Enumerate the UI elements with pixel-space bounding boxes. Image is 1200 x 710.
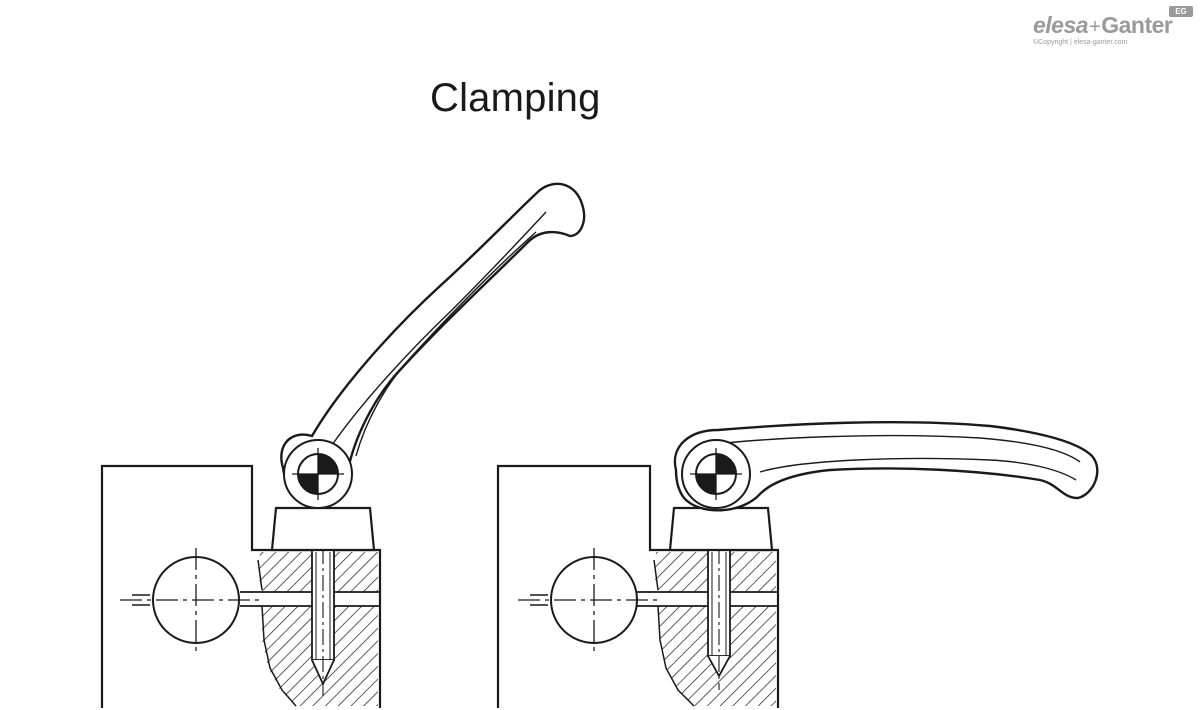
brand-plus: + bbox=[1089, 16, 1101, 38]
brand-part1: elesa bbox=[1033, 12, 1089, 38]
figure-lever-clamped bbox=[496, 420, 1099, 708]
lever-handle bbox=[673, 420, 1099, 512]
cam-pivot-fill-a bbox=[318, 454, 338, 474]
machine-block bbox=[496, 464, 780, 708]
brand-logo: elesa+Ganter EG ©Copyright | elesa-gante… bbox=[1033, 6, 1193, 46]
lever-handle-inner bbox=[699, 434, 1081, 481]
bore-slot bbox=[132, 594, 150, 606]
lever-base bbox=[270, 506, 376, 552]
brand-badge: EG bbox=[1169, 6, 1193, 17]
break-line bbox=[257, 559, 297, 707]
machine-block bbox=[100, 464, 382, 708]
diagram-title: Clamping bbox=[430, 76, 601, 120]
cam-pivot-fill-b bbox=[298, 474, 318, 494]
brand-part2: Ganter bbox=[1101, 12, 1173, 38]
brand-copyright: ©Copyright | elesa-ganter.com bbox=[1033, 39, 1128, 46]
brand-wordmark: elesa+Ganter bbox=[1033, 12, 1173, 39]
cam-pivot-fill-b bbox=[696, 474, 716, 494]
lever-base bbox=[668, 506, 774, 552]
cam-pivot-fill-a bbox=[716, 454, 736, 474]
break-line bbox=[653, 559, 695, 707]
figure-lever-open bbox=[100, 182, 586, 708]
bore-slot bbox=[530, 594, 548, 606]
